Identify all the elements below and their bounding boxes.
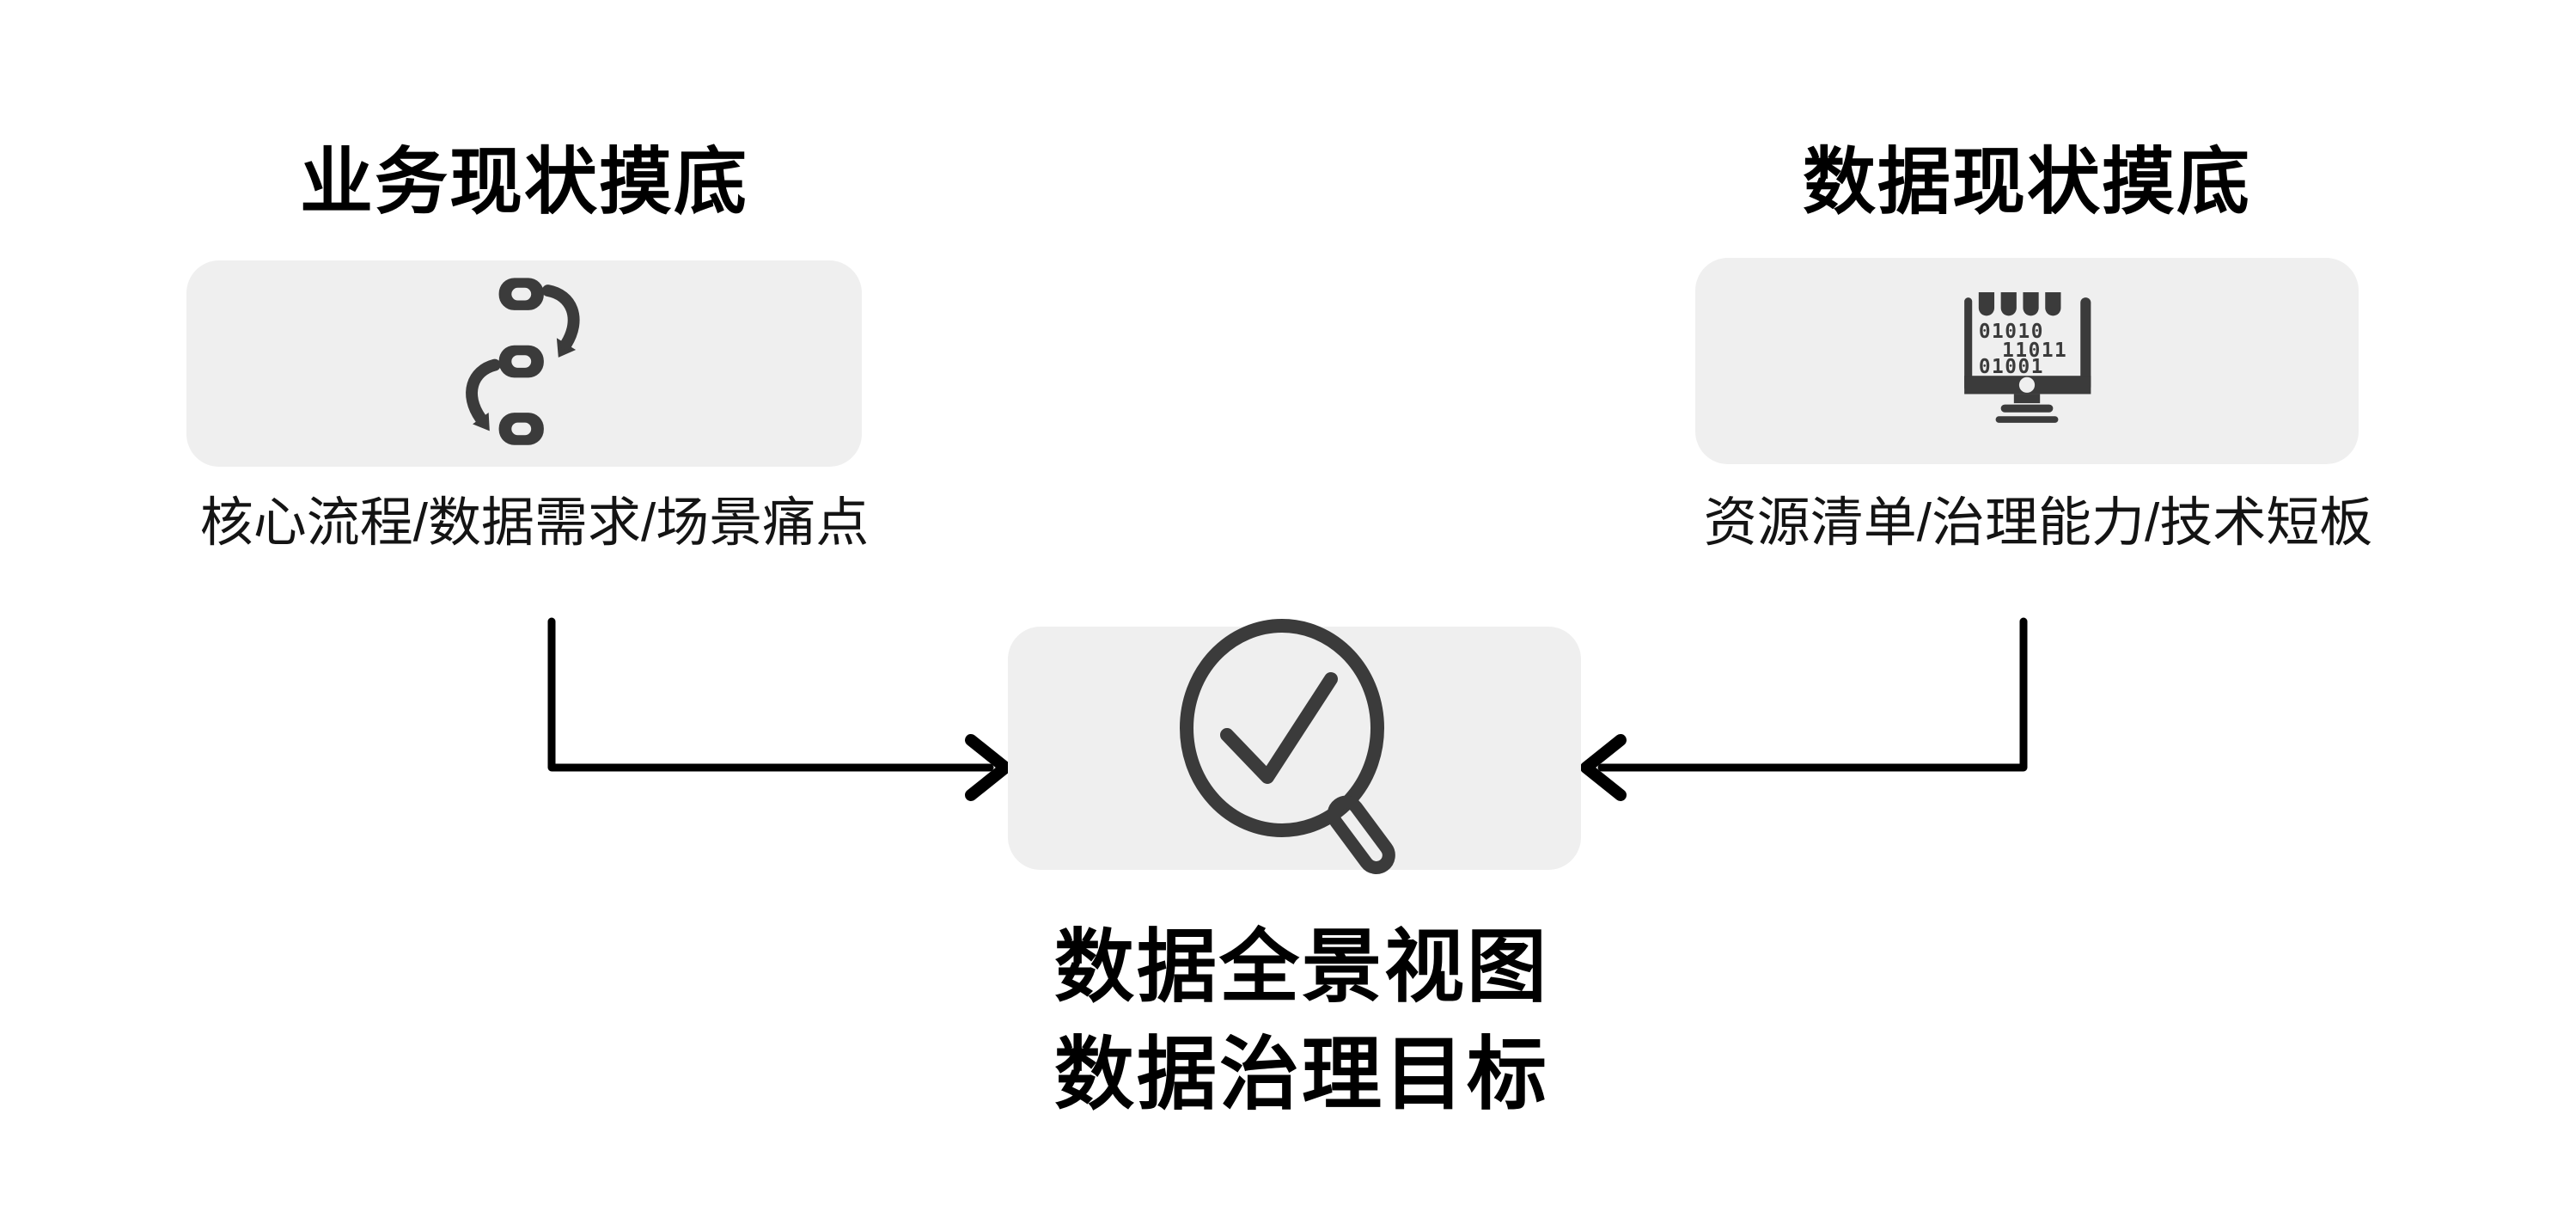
binary-monitor-icon: 01010 11011 01001 (1964, 291, 2091, 423)
center-title-line2: 数据治理目标 (1054, 1030, 1549, 1120)
right-elbow-arrow-line (1597, 617, 2028, 772)
magnifier-handle (1327, 795, 1395, 875)
binary-row-2: 11011 (2002, 340, 2067, 362)
check-mark (1220, 672, 1338, 784)
center-title-line1: 数据全景视图 (1054, 922, 1549, 1012)
left-elbow-arrow-line (547, 617, 994, 772)
binary-row-1: 01010 (1979, 321, 2044, 343)
workflow-arrows-icon (466, 278, 580, 445)
binary-row-3: 01001 (1979, 356, 2044, 378)
left-arrowhead-icon (965, 734, 1011, 801)
right-arrowhead-icon (1580, 734, 1627, 801)
center-panel-text: 数据全景视图 数据治理目标 (941, 914, 1663, 1129)
right-panel-box: 01010 11011 01001 (1695, 258, 2359, 464)
left-panel-box (186, 260, 862, 467)
left-panel-title: 业务现状摸底 (299, 142, 748, 223)
left-panel-subtitle: 核心流程/数据需求/场景痛点 (199, 493, 870, 553)
monitor-camera-dot (2018, 376, 2036, 393)
right-panel-subtitle: 资源清单/治理能力/技术短板 (1703, 493, 2373, 553)
right-panel-title: 数据现状摸底 (1802, 142, 2251, 223)
magnifier-check-icon (1180, 619, 1395, 875)
